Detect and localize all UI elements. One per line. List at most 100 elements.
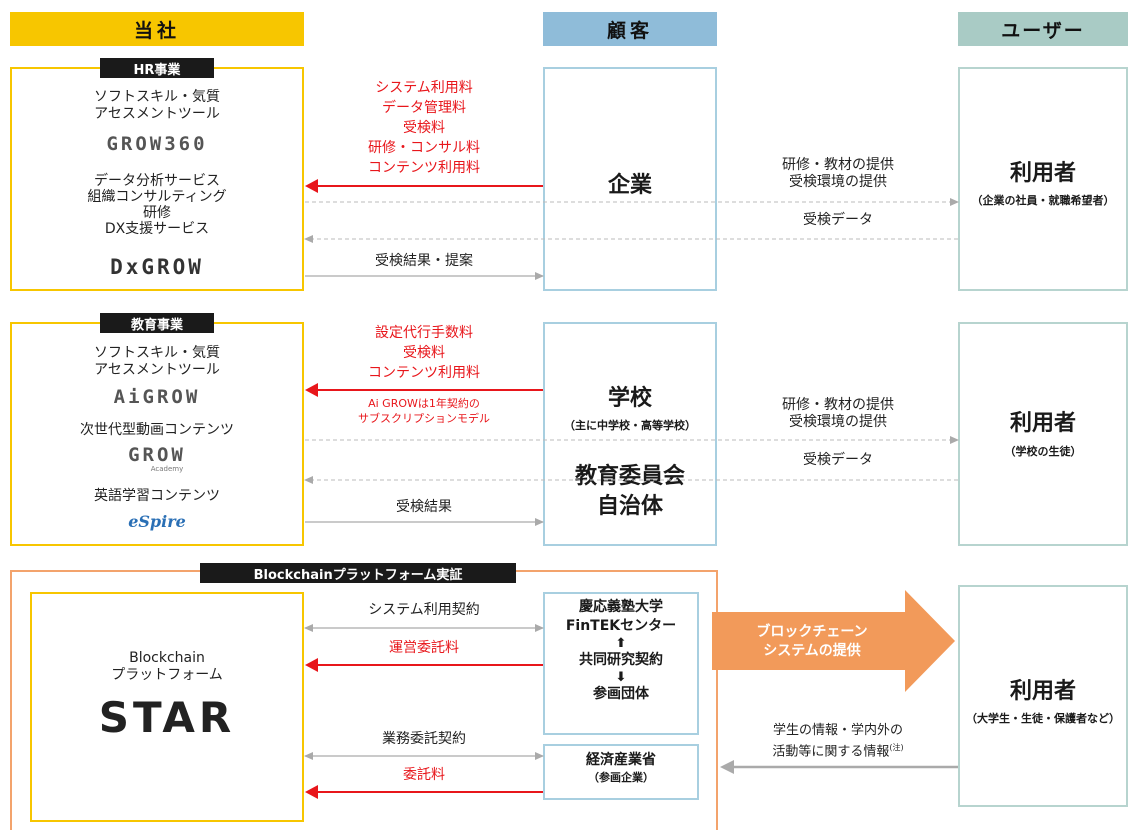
grow-academy-sub: Academy: [150, 465, 184, 473]
hr-provide: 研修・教材の提供 受検環境の提供: [720, 157, 956, 191]
bc-partner1b: FinTEKセンター: [565, 618, 677, 634]
edu-provide2: 受検環境の提供: [789, 414, 887, 430]
edu-user-title: 利用者: [1009, 411, 1076, 436]
hr-svc3: 研修: [143, 205, 171, 221]
bc-user-sub: （大学生・生徒・保護者など）: [966, 712, 1120, 725]
hr-svc2: 組織コンサルティング: [87, 189, 227, 205]
header-user: ユーザー: [958, 12, 1128, 46]
bc-big-arrow-label: ブロックチェーン システムの提供: [712, 623, 912, 661]
hr-data-label: 受検データ: [803, 212, 873, 228]
bc-platform1: Blockchain: [129, 650, 205, 666]
edu-fee-arrow: [305, 383, 543, 397]
edu-fee-1: 受検料: [403, 345, 445, 361]
dxgrow-logo: DxGROW: [110, 255, 204, 279]
hr-company-box: [10, 67, 304, 291]
bc-partner1a: 慶応義塾大学: [579, 599, 663, 615]
hr-tool-line2: アセスメントツール: [94, 106, 220, 122]
edu-tool-line1: ソフトスキル・気質: [94, 345, 220, 361]
edu-result-label: 受検結果: [396, 499, 452, 515]
bc-info1: 学生の情報・学内外の: [772, 723, 903, 738]
down-arrow-icon: ⬇: [615, 670, 627, 685]
hr-fee-1: データ管理料: [382, 100, 466, 116]
hr-fee-arrow: [305, 179, 543, 193]
edu-note2: サブスクリプションモデル: [358, 412, 490, 425]
bc-info: 学生の情報・学内外の 活動等に関する情報(注): [720, 722, 956, 760]
edu-fees: 設定代行手数料 受検料 コンテンツ利用料: [305, 323, 543, 383]
bc-big-arrow1: ブロックチェーン: [756, 624, 868, 640]
hr-result-label: 受検結果・提案: [375, 253, 473, 269]
edu-company-box: [10, 322, 304, 546]
edu-customer2a: 教育委員会: [574, 464, 685, 489]
bc-contract1: システム利用契約: [368, 602, 480, 618]
edu-user-box: [958, 322, 1128, 546]
bc-tag: Blockchainプラットフォーム実証: [200, 563, 516, 583]
bc-platform2: プラットフォーム: [111, 667, 223, 683]
edu-data-label: 受検データ: [803, 452, 873, 468]
bc-partner1c: 共同研究契約: [579, 652, 663, 668]
edu-user-sub: （学校の生徒）: [1004, 445, 1082, 458]
edu-note1: Ai GROWは1年契約の: [368, 397, 480, 410]
edu-provide: 研修・教材の提供 受検環境の提供: [720, 397, 956, 431]
hr-user-sub: （企業の社員・就職希望者）: [971, 194, 1115, 207]
hr-provide2: 受検環境の提供: [789, 174, 887, 190]
bc-info2-line: 活動等に関する情報(注): [720, 739, 956, 760]
edu-customer2b: 自治体: [596, 494, 663, 519]
hr-user-title: 利用者: [1009, 161, 1076, 186]
hr-customer-box: [543, 67, 717, 291]
bc-big-arrow2: システムの提供: [763, 643, 861, 659]
bc-user-title: 利用者: [1009, 679, 1076, 704]
hr-fee-0: システム利用料: [375, 80, 473, 96]
bc-fee2-arrow: [305, 785, 543, 799]
bc-partner2a: 経済産業省: [586, 752, 656, 768]
edu-tag: 教育事業: [100, 313, 214, 333]
espire-logo: eSpire: [128, 512, 186, 531]
edu-fee-2: コンテンツ利用料: [368, 365, 480, 381]
hr-tag: HR事業: [100, 58, 214, 78]
bc-info2: 活動等に関する情報: [772, 744, 890, 760]
bc-platform-box: [30, 592, 304, 822]
star-logo: STAR: [98, 693, 236, 742]
hr-svc1: データ分析サービス: [94, 173, 220, 189]
hr-fee-4: コンテンツ利用料: [368, 160, 480, 176]
edu-customer-box: [543, 322, 717, 546]
bc-info-arrow: [720, 760, 958, 774]
grow360-logo: GROW360: [106, 133, 208, 155]
blockchain-system-arrow: [712, 590, 955, 692]
hr-svc4: DX支援サービス: [104, 221, 210, 237]
bc-fee1-arrow: [305, 658, 543, 672]
edu-customer1-sub: （主に中学校・高等学校）: [564, 419, 696, 432]
edu-customer1: 学校: [607, 386, 652, 411]
bc-contract2: 業務委託契約: [382, 731, 466, 747]
bc-platform: Blockchain プラットフォーム: [30, 650, 304, 684]
bc-partner1d: 参画団体: [593, 686, 649, 702]
edu-content2: 英語学習コンテンツ: [94, 488, 220, 504]
grow-academy-logo: GROW: [128, 444, 186, 466]
hr-services: データ分析サービス 組織コンサルティング 研修 DX支援サービス: [10, 173, 304, 237]
edu-provide1: 研修・教材の提供: [782, 397, 894, 413]
edu-tool-line2: アセスメントツール: [94, 362, 220, 378]
hr-customer-name: 企業: [607, 173, 652, 198]
up-arrow-icon: ⬆: [615, 636, 627, 651]
bc-partner2b: （参画企業）: [588, 771, 654, 784]
hr-user-box: [958, 67, 1128, 291]
bc-fee1: 運営委託料: [389, 640, 459, 656]
bc-partner1-box: [543, 592, 699, 735]
hr-fees: システム利用料 データ管理料 受検料 研修・コンサル料 コンテンツ利用料: [305, 78, 543, 178]
bc-info-note: (注): [889, 743, 904, 752]
hr-tool-label: ソフトスキル・気質 アセスメントツール: [10, 89, 304, 123]
bc-partner2: 経済産業省 （参画企業）: [543, 751, 699, 786]
header-customer: 顧客: [543, 12, 717, 46]
edu-tool-label: ソフトスキル・気質 アセスメントツール: [10, 345, 304, 379]
hr-fee-3: 研修・コンサル料: [368, 140, 480, 156]
hr-fee-2: 受検料: [403, 120, 445, 136]
bc-user-box: [958, 585, 1128, 807]
hr-provide1: 研修・教材の提供: [782, 157, 894, 173]
header-company: 当社: [10, 12, 304, 46]
edu-content1: 次世代型動画コンテンツ: [80, 422, 234, 438]
aigrow-logo: AiGROW: [113, 386, 201, 408]
hr-tool-line1: ソフトスキル・気質: [94, 89, 220, 105]
bc-partner2-box: [543, 744, 699, 800]
bc-partner1: 慶応義塾大学 FinTEKセンター ⬆ 共同研究契約 ⬇ 参画団体: [543, 598, 699, 704]
edu-fee-0: 設定代行手数料: [375, 325, 473, 341]
